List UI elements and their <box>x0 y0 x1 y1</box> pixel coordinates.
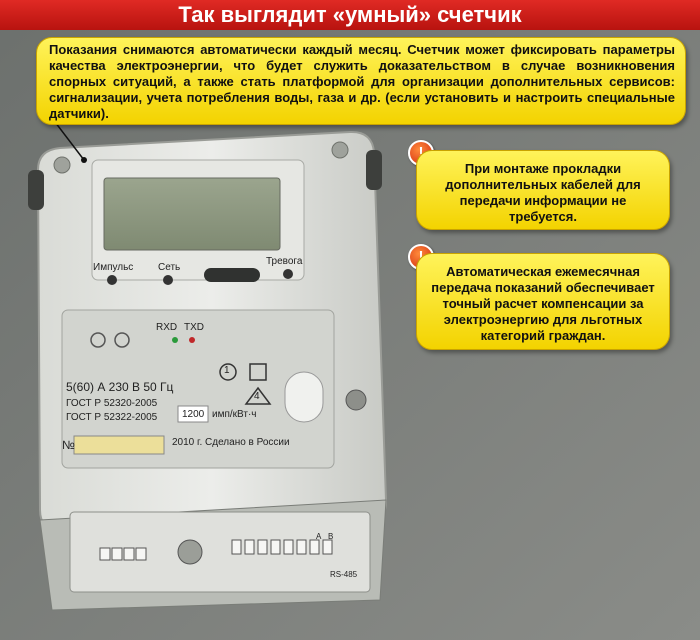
terminal-a-label: A <box>316 532 322 541</box>
side-callout-cables: При монтаже прокладки дополнительных каб… <box>416 150 670 230</box>
terminal-b-label: B <box>328 532 334 541</box>
impulse-label: Импульс <box>93 262 134 273</box>
class-label-1: 1 <box>224 365 230 376</box>
rxd-label: RXD <box>156 322 178 333</box>
class-label-2: 4 <box>254 391 260 402</box>
page-title: Так выглядит «умный» счетчик <box>0 0 700 30</box>
rs485-label: RS-485 <box>330 570 358 579</box>
main-callout: Показания снимаются автоматически каждый… <box>36 37 686 125</box>
network-label: Сеть <box>158 262 181 273</box>
imp-value: 1200 <box>182 409 205 420</box>
txd-label: TXD <box>184 322 204 333</box>
alarm-label: Тревога <box>266 256 303 267</box>
gost-2: ГОСТ Р 52322-2005 <box>66 412 158 423</box>
imp-unit: имп/кВт·ч <box>212 409 257 420</box>
rating-text: 5(60) А 230 В 50 Гц <box>66 380 174 394</box>
made-in-text: 2010 г. Сделано в России <box>172 437 290 448</box>
side-callout-benefits: Автоматическая ежемесячная передача пока… <box>416 253 670 350</box>
gost-1: ГОСТ Р 52320-2005 <box>66 398 158 409</box>
serial-number-label: № <box>62 438 75 452</box>
